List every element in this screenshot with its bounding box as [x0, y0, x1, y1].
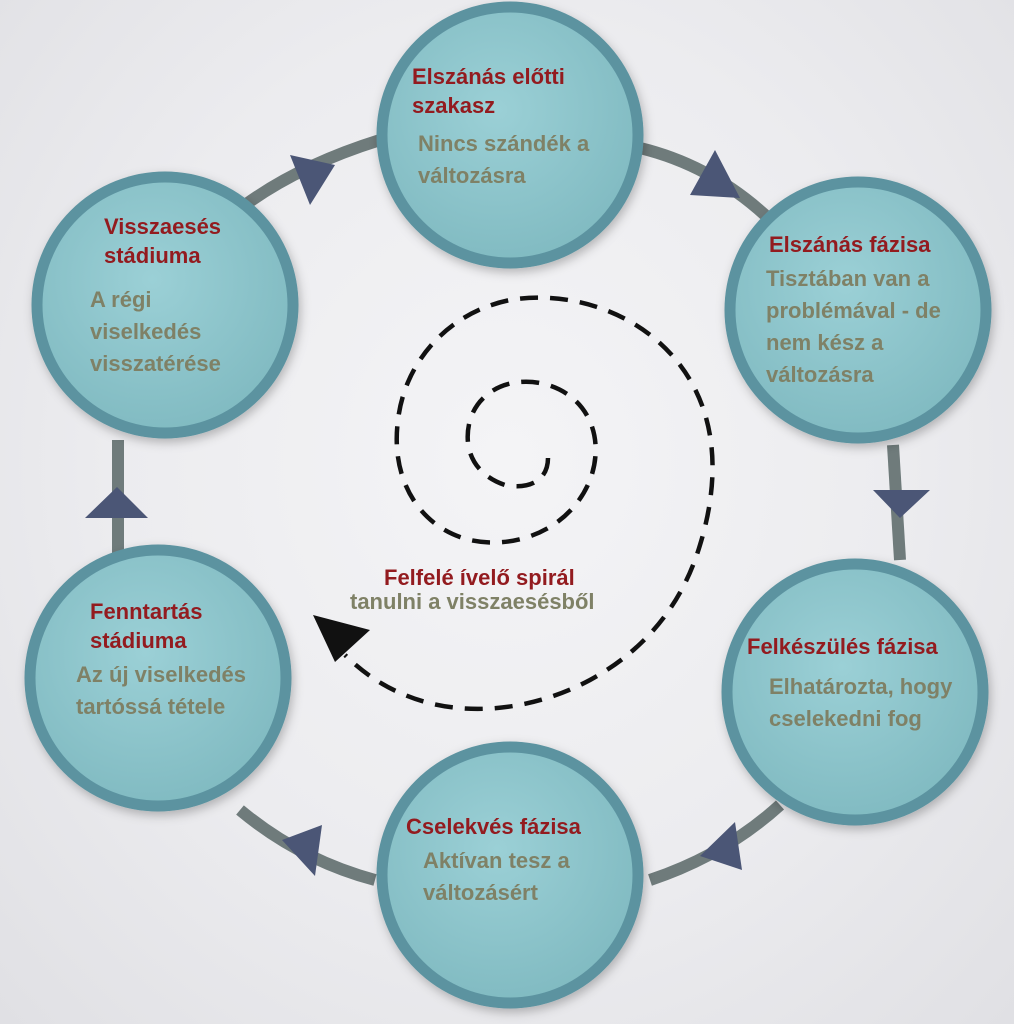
stage-1-text: Elszánás előtti szakasz Nincs szándék a … [412, 62, 612, 192]
stage-1-title: Elszánás előtti szakasz [412, 64, 565, 118]
stage-circle-1 [376, 1, 644, 269]
center-subtitle: tanulni a visszaesésből [350, 589, 595, 614]
arrow-head-2-3 [873, 490, 930, 518]
stage-6-description: A régi viselkedés visszatérése [90, 287, 221, 376]
arrow-head-4-5 [282, 825, 322, 876]
stage-4-text: Cselekvés fázisa Aktívan tesz a változás… [406, 812, 621, 909]
stage-6-text: Visszaesés stádiuma A régi viselkedés vi… [90, 212, 274, 380]
arrow-head-1-2 [690, 150, 740, 198]
stage-3-title: Felkészülés fázisa [747, 634, 938, 659]
stage-1-description: Nincs szándék a változásra [418, 131, 590, 188]
stage-circle-5 [24, 544, 292, 812]
stage-circle-6 [31, 171, 299, 439]
stage-circle-3 [721, 558, 989, 826]
stage-4-title: Cselekvés fázisa [406, 814, 581, 839]
stage-4-description: Aktívan tesz a változásért [423, 848, 570, 905]
stage-2-title: Elszánás fázisa [769, 232, 931, 257]
stage-6-title: Visszaesés stádiuma [104, 214, 222, 268]
spiral-arrow-head [313, 615, 370, 662]
stage-circle-4 [376, 741, 644, 1009]
stage-5-title: Fenntartás stádiuma [90, 599, 203, 653]
stage-2-text: Elszánás fázisa Tisztában van a problémá… [766, 230, 971, 391]
stage-circle-2 [724, 176, 992, 444]
spiral-path [343, 295, 715, 712]
stage-3-text: Felkészülés fázisa Elhatározta, hogy cse… [747, 632, 982, 735]
stage-2-description: Tisztában van a problémával - de nem kés… [766, 266, 941, 387]
arrow-head-3-4 [700, 822, 742, 870]
arrow-head-5-6 [85, 487, 148, 518]
stage-5-text: Fenntartás stádiuma Az új viselkedés tar… [76, 597, 296, 723]
stage-5-description: Az új viselkedés tartóssá tétele [76, 662, 246, 719]
center-title: Felfelé ívelő spirál [384, 565, 575, 590]
center-label: Felfelé ívelő spirál tanulni a visszaesé… [350, 566, 650, 614]
arrow-head-6-1 [290, 155, 335, 205]
stage-3-description: Elhatározta, hogy cselekedni fog [769, 674, 953, 731]
